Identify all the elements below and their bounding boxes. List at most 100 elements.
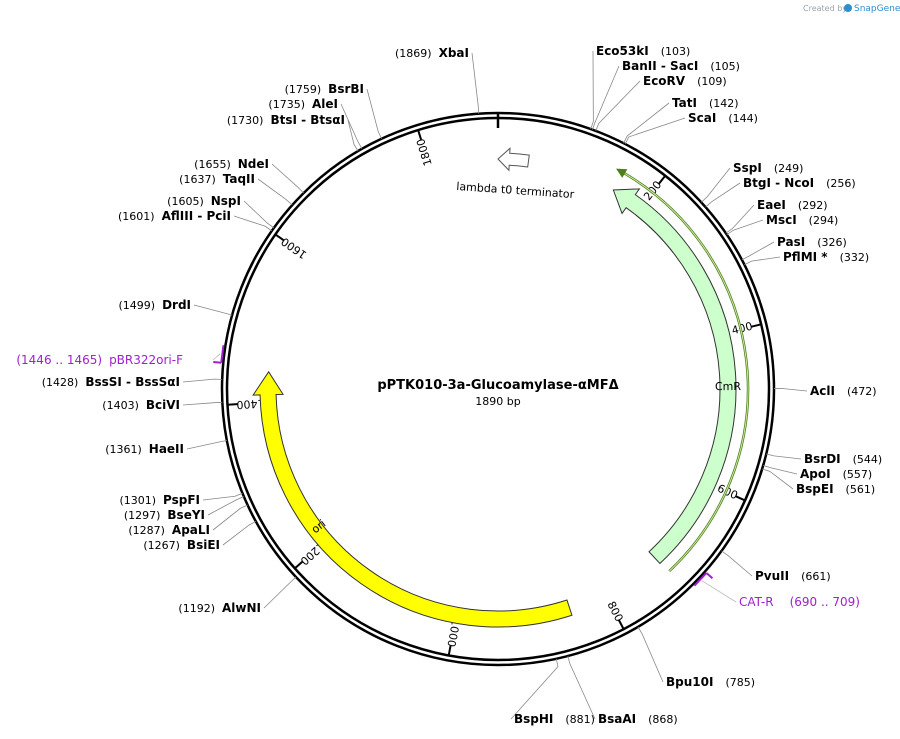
site-leader <box>510 658 559 720</box>
tick-200 <box>658 175 666 185</box>
site-position: (1605) <box>167 195 204 208</box>
site-leader <box>744 256 781 266</box>
site-apoi[interactable]: ApoI(557) <box>763 465 872 481</box>
site-msci[interactable]: MscI(294) <box>726 213 838 235</box>
site-btgi-ncoi[interactable]: BtgI - NcoI(256) <box>705 176 856 208</box>
site-position: (1735) <box>268 98 305 111</box>
site-bcivi[interactable]: BciVI(1403) <box>102 398 223 412</box>
site-eaei[interactable]: EaeI(292) <box>725 198 828 234</box>
lambda-t0-terminator-arrow[interactable] <box>497 147 530 172</box>
site-haeii[interactable]: HaeII(1361) <box>105 440 227 456</box>
site-name: NdeI <box>238 157 269 171</box>
primer-binding-sites: pBR322ori-F(1446 .. 1465) CAT-R(690 .. 70… <box>16 345 860 609</box>
site-leader <box>263 576 297 609</box>
site-pvuii[interactable]: PvuII(661) <box>721 550 831 583</box>
site-leader <box>366 88 382 139</box>
site-name: BseYI <box>167 508 205 522</box>
site-leader <box>193 304 233 316</box>
site-pasi[interactable]: PasI(326) <box>741 235 847 261</box>
site-xbai[interactable]: XbaI (1869) <box>395 46 480 114</box>
site-alei[interactable]: AleI (1735) <box>268 97 363 150</box>
site-name: BssSI - BssSαI <box>85 375 180 389</box>
site-apali[interactable]: ApaLI(1287) <box>128 504 248 537</box>
site-leader <box>182 401 223 406</box>
site-alwni[interactable]: AlwNI(1192) <box>178 576 297 615</box>
site-sspi[interactable]: SspI(249) <box>700 161 803 203</box>
site-position: (881) <box>565 713 595 726</box>
site-position: (544) <box>853 453 883 466</box>
primer-pbr322ori-f[interactable]: pBR322ori-F(1446 .. 1465) <box>16 345 225 367</box>
site-bseyi[interactable]: BseYI (1297) <box>124 496 245 522</box>
site-position: (1287) <box>128 524 165 537</box>
site-position: (1869) <box>395 47 432 60</box>
tick-label-600: 600 <box>715 482 739 502</box>
site-position: (332) <box>840 251 870 264</box>
site-position: (1361) <box>105 443 142 456</box>
site-name: BspHI <box>514 712 553 726</box>
site-position: (1297) <box>124 509 161 522</box>
site-leader <box>222 521 257 546</box>
site-name: ScaI <box>688 111 716 125</box>
site-position: (1759) <box>285 83 322 96</box>
site-name: TatI <box>672 96 697 110</box>
primer-cat-r[interactable]: CAT-R(690 .. 709) <box>693 572 860 609</box>
site-leader <box>182 378 223 383</box>
site-leader <box>340 103 363 150</box>
ori-feature-arrow[interactable] <box>252 370 573 628</box>
site-drdi[interactable]: DrdI(1499) <box>118 298 233 316</box>
site-bsaai[interactable]: BsaAI(868) <box>567 655 678 726</box>
site-leader <box>623 102 670 144</box>
site-leader <box>212 504 248 531</box>
site-scai[interactable]: ScaI(144) <box>624 111 758 145</box>
primer-leader <box>212 353 221 361</box>
site-pspfi[interactable]: PspFI(1301) <box>119 492 243 507</box>
site-bsiei[interactable]: BsiEI(1267) <box>143 521 257 552</box>
site-bspei[interactable]: BspEI(561) <box>762 468 875 496</box>
site-tati[interactable]: TatI(142) <box>623 96 739 144</box>
cmr-feature-arrow[interactable] <box>612 188 737 565</box>
site-leader <box>186 440 227 450</box>
site-bsphi[interactable]: BspHI (881) <box>510 658 595 726</box>
site-position: (1730) <box>227 114 264 127</box>
site-leader <box>243 200 275 229</box>
site-afliii-pcii[interactable]: AflIII - PciI(1601) <box>118 209 273 232</box>
site-leader <box>762 468 794 490</box>
site-pflmi[interactable]: PflMI * (332) <box>744 250 870 266</box>
site-btsi-bts-i[interactable]: BtsI - BtsαI(1730) <box>227 113 359 152</box>
site-name: PspFI <box>163 493 200 507</box>
site-leader <box>567 655 596 720</box>
site-position: (256) <box>826 177 856 190</box>
site-name: PflMI * <box>783 250 828 264</box>
site-position: (1637) <box>179 173 216 186</box>
site-ecorv[interactable]: EcoRV(109) <box>595 74 727 132</box>
site-bsrbi[interactable]: BsrBI (1759) <box>285 82 382 139</box>
site-leader <box>705 182 741 208</box>
site-leader <box>637 626 664 683</box>
site-name: XbaI <box>439 46 469 60</box>
tick-label-1000: 1000 <box>444 618 462 648</box>
site-leader <box>595 80 641 132</box>
site-leader <box>233 215 273 232</box>
site-leader <box>773 388 808 392</box>
tick-1400 <box>227 403 238 406</box>
site-name: PasI <box>777 235 805 249</box>
site-ndei[interactable]: NdeI (1655) <box>194 157 304 194</box>
site-position: (1499) <box>118 299 155 312</box>
site-bsssi-bsss-i[interactable]: BssSI - BssSαI(1428) <box>42 375 223 389</box>
site-name: BsrBI <box>328 82 364 96</box>
site-name: Eco53kI <box>596 44 649 58</box>
site-position: (105) <box>710 60 740 73</box>
site-leader <box>766 453 802 460</box>
site-leader <box>763 465 798 475</box>
site-nspi[interactable]: NspI(1605) <box>167 194 275 229</box>
site-bpu10i[interactable]: Bpu10I(785) <box>637 626 755 689</box>
site-leader <box>725 204 755 234</box>
site-name: AleI <box>312 97 338 111</box>
site-acli[interactable]: AclI(472) <box>773 384 877 398</box>
site-position: (1655) <box>194 158 231 171</box>
site-eco53ki[interactable]: Eco53kI(103) <box>590 44 691 130</box>
site-taqii[interactable]: TaqII(1637) <box>179 172 293 206</box>
site-banii-saci[interactable]: BanII - SacI(105) <box>592 59 740 130</box>
site-bsrdi[interactable]: BsrDI(544) <box>766 452 882 466</box>
